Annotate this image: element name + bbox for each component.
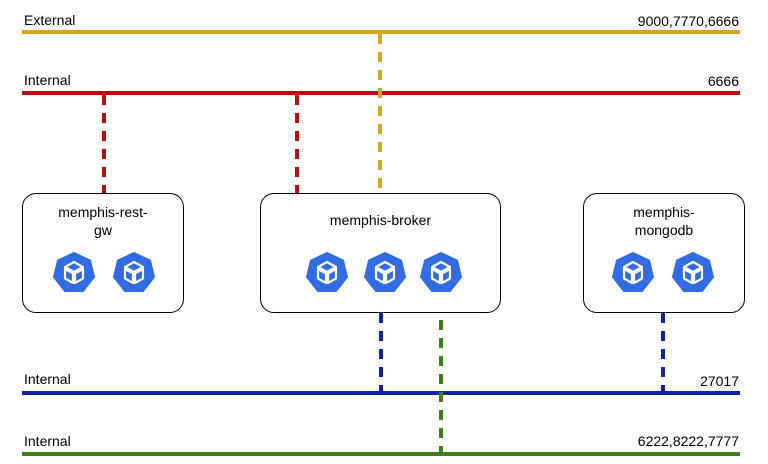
network-label-internal-2: Internal (24, 371, 71, 387)
kubernetes-pod-icon (112, 251, 156, 295)
network-ports-internal-2: 27017 (700, 373, 739, 389)
network-label-internal-1: Internal (24, 72, 71, 88)
service-name-rest-gw: memphis-rest- gw (58, 204, 148, 238)
kubernetes-pod-icon (611, 251, 655, 295)
kubernetes-pod-icon (363, 251, 407, 295)
network-label-external: External (24, 12, 76, 28)
kubernetes-pod-icon (52, 251, 96, 295)
kubernetes-pod-icon (305, 251, 349, 295)
service-name-broker: memphis-broker (329, 212, 432, 228)
network-label-internal-3: Internal (24, 433, 71, 449)
kubernetes-pod-icon (671, 251, 715, 295)
service-box-mongodb: memphis- mongodb (583, 193, 745, 313)
service-box-broker: memphis-broker (260, 193, 501, 313)
network-ports-external: 9000,7770,6666 (637, 13, 739, 29)
service-box-rest-gw: memphis-rest- gw (22, 193, 184, 313)
network-ports-internal-1: 6666 (707, 73, 739, 89)
kubernetes-pod-icon (419, 251, 463, 295)
service-name-mongodb: memphis- mongodb (633, 204, 695, 238)
network-ports-internal-3: 6222,8222,7777 (637, 433, 739, 449)
